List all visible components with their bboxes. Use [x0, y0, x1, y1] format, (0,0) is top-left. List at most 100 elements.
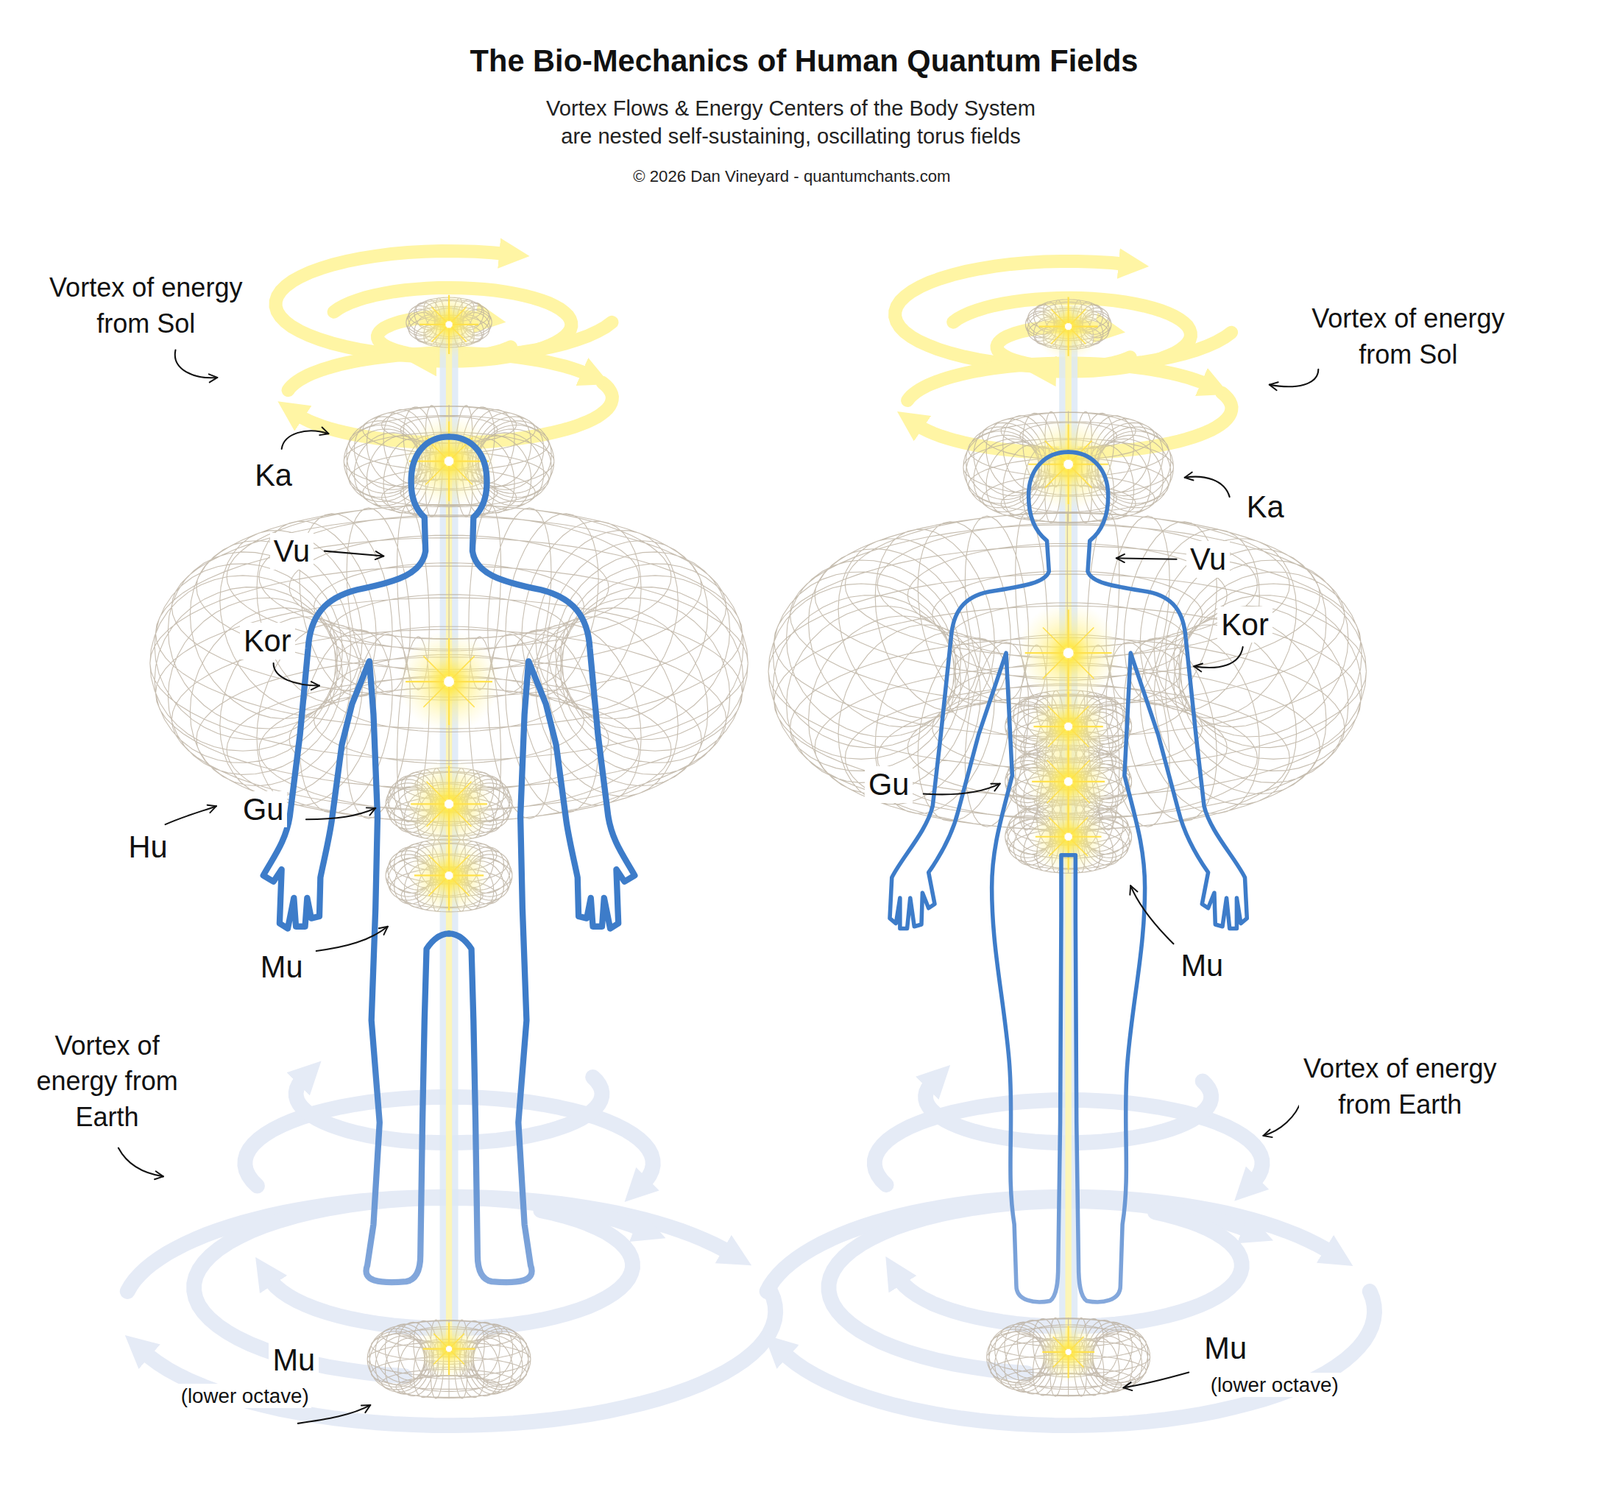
center-label: Kor — [1217, 606, 1273, 644]
glow-core — [1064, 777, 1074, 787]
leader-line — [273, 663, 320, 686]
glow-ray — [426, 781, 472, 827]
glow-core — [1064, 323, 1072, 330]
glow-halo — [1037, 1321, 1099, 1383]
glow-ray — [423, 1322, 476, 1375]
torus-wireframe — [343, 404, 555, 518]
center-label: Ka — [1243, 488, 1288, 526]
glow-ray — [1042, 627, 1094, 679]
torus-wireframe — [768, 511, 1366, 832]
glow-ray — [1025, 609, 1113, 697]
energy-center — [1037, 1321, 1099, 1383]
glow-ray — [419, 295, 479, 355]
center-label: Hu — [124, 828, 171, 866]
leader-line — [316, 926, 388, 951]
torus-wireframe — [963, 410, 1174, 524]
glow-halo — [398, 630, 501, 734]
center-label: Mu — [256, 948, 307, 986]
vortex-label: Vortex of energy from Earth — [32, 1028, 183, 1136]
vortex-label: Vortex of energy from Sol — [1310, 301, 1506, 373]
glow-ray — [1035, 803, 1102, 870]
body-outline — [263, 436, 449, 1283]
glow-halo — [408, 834, 491, 917]
glow-core — [1063, 647, 1074, 658]
center-label: Ka — [250, 457, 296, 494]
glow-ray — [1042, 1325, 1095, 1378]
glow-ray — [1047, 760, 1090, 803]
energy-center — [418, 1318, 480, 1380]
energy-center — [408, 834, 491, 917]
glow-halo — [1034, 291, 1104, 361]
center-label: Vu — [1186, 540, 1230, 578]
leader-line — [1116, 557, 1177, 559]
glow-ray — [410, 766, 488, 843]
energy-center — [414, 289, 484, 360]
glow-core — [445, 1346, 452, 1352]
center-label: Mu — [1176, 947, 1227, 984]
glow-core — [1064, 832, 1073, 841]
glow-ray — [425, 437, 473, 486]
glow-core — [1063, 459, 1074, 469]
leader-line — [306, 808, 376, 820]
center-label: Vu — [270, 532, 314, 570]
copyright-note: © 2026 Dan Vineyard - quantumchants.com — [632, 167, 951, 187]
glow-ray — [1053, 1336, 1085, 1368]
octave-note: (lower octave) — [1207, 1372, 1341, 1397]
body-outline — [1068, 451, 1248, 1302]
glow-ray — [431, 306, 466, 342]
center-label: Gu — [239, 791, 288, 828]
octave-note: (lower octave) — [178, 1383, 312, 1408]
earth-vortex — [127, 1076, 1375, 1425]
title: The Bio-Mechanics of Human Quantum Field… — [470, 42, 1139, 80]
leader-line — [1123, 1372, 1190, 1389]
glow-halo — [1021, 417, 1116, 512]
leader-line — [1130, 885, 1174, 944]
torus-wireframe — [385, 839, 513, 912]
glow-core — [445, 871, 454, 880]
center-label: Mu — [268, 1341, 319, 1379]
glow-ray — [1045, 440, 1093, 488]
glow-ray — [1048, 816, 1088, 856]
glow-ray — [1039, 297, 1099, 357]
glow-halo — [1029, 797, 1107, 876]
glow-core — [443, 676, 455, 687]
glow-ray — [409, 420, 489, 501]
torus-fields — [150, 297, 1367, 1399]
vortex-arc — [907, 363, 1210, 401]
glow-halo — [418, 1318, 480, 1380]
vortex-arc — [288, 353, 591, 391]
leader-line — [165, 805, 217, 825]
glow-ray — [433, 1333, 465, 1365]
leader-line — [175, 349, 218, 378]
leader-line — [1262, 1098, 1302, 1136]
leader-line — [118, 1148, 164, 1177]
center-label: Kor — [239, 622, 296, 660]
vortex-arc — [334, 287, 572, 362]
leader-line — [923, 783, 1001, 795]
leader-line — [1269, 369, 1319, 387]
glow-ray — [423, 655, 474, 707]
energy-center — [398, 630, 501, 734]
vortex-arc — [142, 1290, 776, 1425]
vortex-arc — [780, 1290, 1375, 1425]
glow-ray — [1050, 309, 1086, 344]
leader-lines — [118, 349, 1319, 1423]
body-outline — [889, 451, 1069, 1302]
energy-center — [1029, 797, 1107, 876]
glow-core — [445, 320, 452, 328]
glow-halo — [414, 289, 484, 360]
center-label: Mu — [1200, 1329, 1251, 1367]
torus-wireframe — [1005, 800, 1132, 873]
glow-core — [444, 799, 454, 809]
glow-ray — [414, 840, 484, 910]
glow-ray — [428, 855, 469, 896]
center-label: Gu — [864, 766, 913, 803]
leader-line — [324, 551, 384, 557]
caption: Vortex Flows & Energy Centers of the Bod… — [545, 94, 1037, 151]
vortex-label: Vortex of energy from Sol — [48, 270, 244, 342]
glow-ray — [405, 638, 493, 725]
torus-wireframe — [367, 1319, 531, 1400]
energy-center — [1034, 291, 1104, 361]
energy-center — [1021, 417, 1116, 512]
